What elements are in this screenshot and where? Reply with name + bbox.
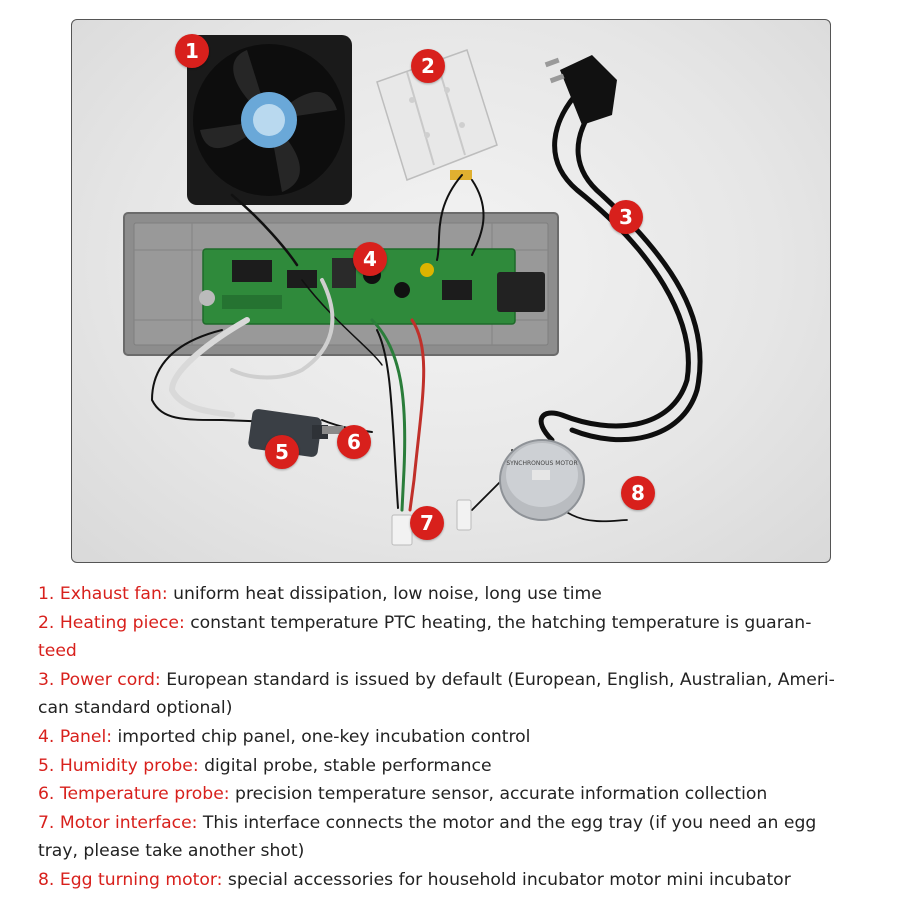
feature-text: tray, please take another shot) xyxy=(38,841,305,862)
feature-item: 6. Temperature probe: precision temperat… xyxy=(38,780,870,809)
callout-1: 1 xyxy=(175,34,209,68)
terminal-block xyxy=(497,272,545,312)
motor-label: SYNCHRONOUS MOTOR xyxy=(506,460,577,467)
feature-term: 3. Power cord: xyxy=(38,669,161,690)
callout-2: 2 xyxy=(411,49,445,83)
temperature-probe xyxy=(322,426,344,434)
feature-item: 5. Humidity probe: digital probe, stable… xyxy=(38,752,870,781)
feature-term: teed xyxy=(38,641,77,662)
feature-term: 1. Exhaust fan: xyxy=(38,584,168,604)
callout-7: 7 xyxy=(410,506,444,540)
feature-item: 4. Panel: imported chip panel, one-key i… xyxy=(38,723,870,752)
feature-item: 3. Power cord: European standard is issu… xyxy=(38,666,870,695)
feature-term: 5. Humidity probe: xyxy=(38,755,199,776)
callout-5: 5 xyxy=(265,435,299,469)
feature-term: 7. Motor interface: xyxy=(38,812,198,833)
feature-text: constant temperature PTC heating, the ha… xyxy=(184,612,812,633)
feature-item: 8. Egg turning motor: special accessorie… xyxy=(38,866,870,895)
feature-list: 1. Exhaust fan: uniform heat dissipation… xyxy=(38,580,870,895)
feature-term: 2. Heating piece: xyxy=(38,612,185,633)
feature-term: 4. Panel: xyxy=(38,726,113,747)
turning-motor: SYNCHRONOUS MOTOR xyxy=(499,439,585,521)
product-illustration: SYNCHRONOUS MOTOR xyxy=(123,35,703,546)
connector-white xyxy=(391,514,413,546)
power-plug xyxy=(544,55,617,125)
feature-text: can standard optional) xyxy=(38,698,233,719)
feature-term: 8. Egg turning motor: xyxy=(38,869,223,890)
feature-item: 1. Exhaust fan: uniform heat dissipation… xyxy=(38,580,870,609)
callout-4: 4 xyxy=(353,242,387,276)
feature-text: precision temperature sensor, accurate i… xyxy=(229,784,768,805)
callout-6: 6 xyxy=(337,425,371,459)
feature-item: 2. Heating piece: constant temperature P… xyxy=(38,609,870,638)
feature-text: This interface connects the motor and th… xyxy=(197,812,817,833)
feature-item: tray, please take another shot) xyxy=(38,837,870,866)
feature-text: uniform heat dissipation, low noise, lon… xyxy=(167,584,602,604)
wires xyxy=(150,87,703,523)
callout-3: 3 xyxy=(609,200,643,234)
feature-term: 6. Temperature probe: xyxy=(38,784,230,805)
feature-item: can standard optional) xyxy=(38,694,870,723)
fan xyxy=(187,35,352,205)
feature-text: digital probe, stable performance xyxy=(198,755,492,776)
feature-item: 7. Motor interface: This interface conne… xyxy=(38,809,870,838)
feature-item: teed xyxy=(38,637,870,666)
callout-8: 8 xyxy=(621,476,655,510)
connector-white-2 xyxy=(456,499,472,531)
feature-text: European standard is issued by default (… xyxy=(160,669,835,690)
feature-text: special accessories for household incuba… xyxy=(222,869,791,890)
product-photo: SYNCHRONOUS MOTOR 1 2 3 4 5 6 7 8 xyxy=(71,19,831,563)
feature-text: imported chip panel, one-key incubation … xyxy=(112,726,531,747)
